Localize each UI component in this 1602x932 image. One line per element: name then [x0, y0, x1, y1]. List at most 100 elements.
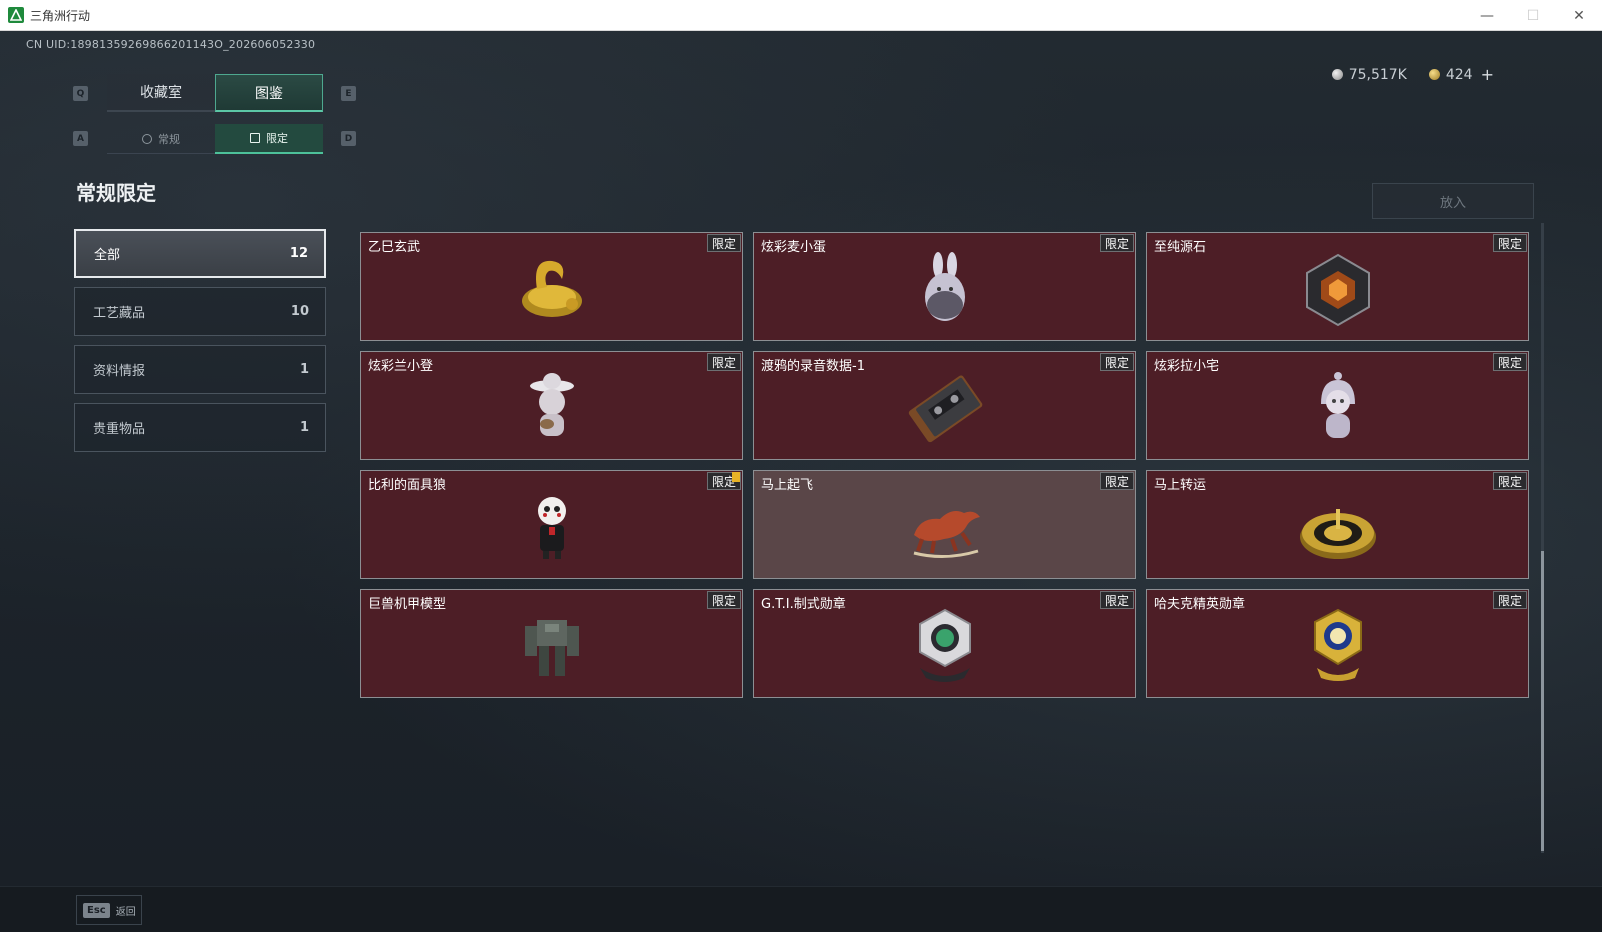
key-hint-next-tab: E — [341, 86, 356, 101]
item-name: 至纯源石 — [1154, 240, 1207, 255]
filter-crafted-collectibles[interactable]: 工艺藏品 10 — [74, 287, 326, 336]
item-card[interactable]: 哈夫克精英勋章 限定 — [1146, 589, 1529, 698]
filter-label: 工艺藏品 — [93, 306, 146, 321]
item-grid: 乙巳玄武 限定 炫彩麦小蛋 限定 — [360, 232, 1535, 698]
item-card[interactable]: 至纯源石 限定 — [1146, 232, 1529, 341]
item-card[interactable]: G.T.I.制式勋章 限定 — [753, 589, 1136, 698]
limited-tag: 限定 — [706, 591, 741, 609]
silver-amount: 75,517K — [1348, 66, 1407, 83]
key-hint-next-sub: D — [341, 131, 356, 146]
uid-label: CN UID:18981359269866201143O_20260605233… — [26, 38, 316, 51]
close-button[interactable]: ✕ — [1573, 7, 1585, 24]
filter-label: 全部 — [94, 248, 121, 263]
tab-catalog[interactable]: 图鉴 — [215, 74, 323, 112]
gti-medal-icon — [900, 606, 990, 686]
limited-tag: 限定 — [1099, 353, 1134, 371]
item-card[interactable]: 炫彩拉小宅 限定 — [1146, 351, 1529, 460]
filter-label: 贵重物品 — [93, 422, 146, 437]
item-name: 哈夫克精英勋章 — [1154, 597, 1246, 612]
tab-limited[interactable]: 限定 — [215, 124, 323, 154]
item-card[interactable]: 炫彩麦小蛋 限定 — [753, 232, 1136, 341]
key-hint-prev-sub: A — [73, 131, 88, 146]
back-label: 返回 — [115, 906, 136, 918]
item-name: 乙巳玄武 — [368, 240, 421, 255]
back-button[interactable]: Esc 返回 — [76, 895, 142, 925]
currency-bar: 75,517K 424 + — [1331, 65, 1494, 84]
notification-badge — [732, 472, 740, 482]
limited-tag: 限定 — [1492, 234, 1527, 252]
key-hint-prev-tab: Q — [73, 86, 88, 101]
window-title: 三角洲行动 — [30, 8, 91, 23]
tab-regular-label: 常规 — [158, 132, 180, 146]
gold-compass-icon — [1293, 487, 1383, 567]
sub-tabs: 常规 限定 — [107, 124, 323, 154]
item-card[interactable]: 比利的面具狼 限定 — [360, 470, 743, 579]
gold-amount: 424 — [1445, 66, 1473, 83]
window-controls: — ☐ ✕ — [1464, 0, 1602, 31]
filter-count: 12 — [289, 246, 308, 261]
filter-count: 1 — [299, 420, 309, 435]
item-name: 炫彩麦小蛋 — [761, 240, 827, 255]
item-card[interactable]: 渡鸦的录音数据-1 限定 — [753, 351, 1136, 460]
item-name: 渡鸦的录音数据-1 — [761, 359, 865, 374]
filter-count: 1 — [299, 362, 309, 377]
item-name: 巨兽机甲模型 — [368, 597, 447, 612]
picture-icon — [250, 133, 260, 143]
limited-tag: 限定 — [1492, 353, 1527, 371]
item-card[interactable]: 马上转运 限定 — [1146, 470, 1529, 579]
item-name: 马上转运 — [1154, 478, 1207, 493]
limited-tag: 限定 — [1492, 472, 1527, 490]
hooded-figure-icon — [1293, 368, 1383, 448]
filter-valuables[interactable]: 贵重物品 1 — [74, 403, 326, 452]
esc-key-hint: Esc — [83, 902, 110, 918]
item-card[interactable]: 乙巳玄武 限定 — [360, 232, 743, 341]
filter-label: 资料情报 — [93, 364, 146, 379]
limited-tag: 限定 — [706, 353, 741, 371]
puppet-mask-figure-icon — [507, 487, 597, 567]
gold-currency: 424 + — [1428, 65, 1494, 84]
section-title: 常规限定 — [76, 181, 156, 205]
item-name: 比利的面具狼 — [368, 478, 447, 493]
silver-coin-icon — [1331, 69, 1343, 80]
haavk-elite-medal-icon — [1293, 606, 1383, 686]
filter-all[interactable]: 全部 12 — [74, 229, 326, 278]
gold-serpent-tortoise-icon — [507, 249, 597, 329]
mech-model-icon — [507, 606, 597, 686]
limited-tag: 限定 — [1099, 234, 1134, 252]
tab-limited-label: 限定 — [266, 132, 288, 145]
item-name: G.T.I.制式勋章 — [761, 597, 846, 612]
filter-count: 10 — [290, 304, 309, 319]
category-filters: 全部 12 工艺藏品 10 资料情报 1 贵重物品 1 — [74, 229, 326, 461]
main-tabs: 收藏室 图鉴 — [107, 74, 323, 112]
tab-regular[interactable]: 常规 — [107, 124, 215, 154]
bottom-bar: Esc 返回 — [0, 886, 1602, 932]
item-name: 炫彩拉小宅 — [1154, 359, 1220, 374]
hexagon-gem-icon — [1293, 249, 1383, 329]
scrollbar-thumb[interactable] — [1541, 551, 1544, 851]
tab-collection-room[interactable]: 收藏室 — [107, 74, 215, 112]
put-in-button[interactable]: 放入 — [1372, 183, 1534, 219]
filter-intel[interactable]: 资料情报 1 — [74, 345, 326, 394]
app-logo-icon — [8, 7, 24, 23]
limited-tag: 限定 — [706, 234, 741, 252]
gold-coin-icon — [1428, 69, 1440, 80]
limited-tag: 限定 — [1492, 591, 1527, 609]
item-card[interactable]: 马上起飞 限定 — [753, 470, 1136, 579]
cassette-tape-icon — [900, 368, 990, 448]
sombrero-figure-icon — [507, 368, 597, 448]
scrollbar-track[interactable] — [1541, 223, 1544, 853]
add-currency-button[interactable]: + — [1480, 65, 1494, 84]
minimize-button[interactable]: — — [1480, 7, 1494, 24]
item-card[interactable]: 炫彩兰小登 限定 — [360, 351, 743, 460]
title-bar: 三角洲行动 — ☐ ✕ — [0, 0, 1602, 31]
limited-tag: 限定 — [1099, 591, 1134, 609]
silver-currency: 75,517K — [1331, 66, 1407, 83]
item-card[interactable]: 巨兽机甲模型 限定 — [360, 589, 743, 698]
main-area: CN UID:18981359269866201143O_20260605233… — [0, 31, 1602, 886]
item-name: 马上起飞 — [761, 478, 814, 493]
maximize-button[interactable]: ☐ — [1526, 7, 1540, 24]
red-horse-icon — [900, 487, 990, 567]
item-name: 炫彩兰小登 — [368, 359, 434, 374]
flame-icon — [142, 133, 152, 144]
limited-tag: 限定 — [1099, 472, 1134, 490]
